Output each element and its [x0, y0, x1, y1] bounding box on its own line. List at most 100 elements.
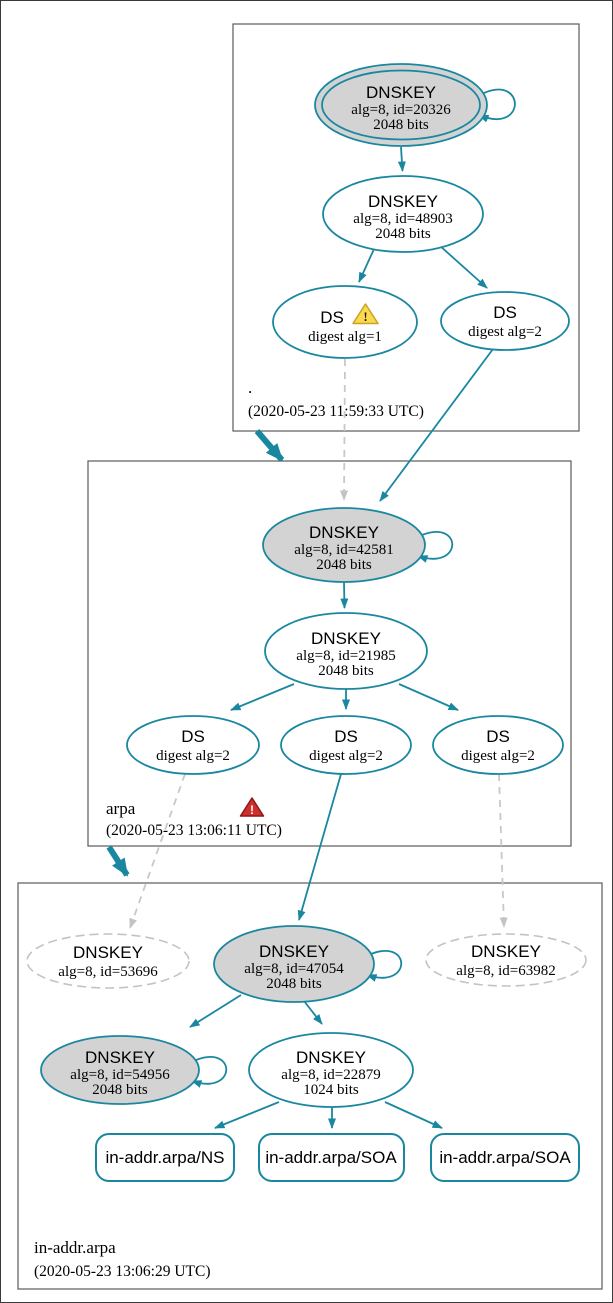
edge-inaddr-ksk-selfsign [366, 950, 403, 982]
inaddr-ksk-ellipse[interactable] [213, 925, 375, 1003]
node-rrset-ns[interactable]: in-addr.arpa/NS [95, 1133, 235, 1182]
edge-arpa-ds1-to-inaddr-53696-dashed [129, 773, 186, 929]
edge-root-ksk-to-zsk [397, 146, 406, 172]
edge-root-ds2-to-arpa-ksk [379, 348, 494, 502]
inaddr-zsk-title: DNSKEY [296, 1048, 366, 1067]
zone-label-in-addr-arpa: in-addr.arpa [34, 1238, 116, 1257]
node-root-ksk-20326[interactable]: DNSKEY alg=8, id=20326 2048 bits [314, 63, 488, 147]
root-zsk-bits: 2048 bits [375, 226, 431, 242]
error-icon-triangle [239, 797, 265, 817]
rrset-soa1-rect[interactable] [258, 1133, 405, 1182]
node-arpa-ds-1[interactable]: DS digest alg=2 [126, 715, 260, 775]
inaddr-ksk-title: DNSKEY [259, 942, 329, 961]
node-rrset-soa-2[interactable]: in-addr.arpa/SOA [430, 1133, 580, 1182]
inaddr-54956-title: DNSKEY [85, 1048, 155, 1067]
node-inaddr-dnskey-53696[interactable]: DNSKEY alg=8, id=53696 [26, 933, 190, 989]
inaddr-63982-title: DNSKEY [471, 942, 541, 961]
inaddr-54956-ellipse[interactable] [40, 1035, 200, 1105]
node-arpa-ds-2[interactable]: DS digest alg=2 [280, 715, 412, 775]
arpa-zsk-bits: 2048 bits [318, 663, 374, 679]
root-ksk-detail: alg=8, id=20326 [351, 102, 451, 118]
arpa-ds2-detail: digest alg=2 [309, 748, 383, 764]
arpa-ksk-detail: alg=8, id=42581 [294, 542, 393, 558]
arpa-zsk-detail: alg=8, id=21985 [296, 648, 395, 664]
rrset-soa1-label: in-addr.arpa/SOA [265, 1148, 397, 1167]
inaddr-63982-detail: alg=8, id=63982 [456, 963, 555, 979]
arpa-ds1-detail: digest alg=2 [156, 748, 230, 764]
inaddr-53696-title: DNSKEY [73, 943, 143, 962]
node-root-ds-alg2[interactable]: DS digest alg=2 [440, 291, 570, 351]
edge-inaddr-ksk-to-zsk [303, 1000, 323, 1025]
root-ds1-detail: digest alg=1 [308, 329, 382, 345]
edge-root-ds1-to-arpa-ksk-dashed [340, 358, 349, 501]
root-ksk-inner-ellipse [321, 69, 481, 141]
edge-delegation-root-to-arpa [254, 429, 285, 462]
edge-inaddr-ksk-to-54956 [189, 994, 242, 1028]
arpa-ds2-ellipse[interactable] [280, 715, 412, 775]
edge-inaddr-zsk-to-ns [214, 1101, 280, 1129]
root-ksk-bits: 2048 bits [373, 117, 429, 133]
inaddr-63982-ellipse[interactable] [425, 933, 587, 987]
inaddr-zsk-bits: 1024 bits [303, 1082, 359, 1098]
edge-root-zsk-to-ds2 [438, 244, 488, 289]
warning-icon-glyph: ! [363, 309, 367, 324]
error-icon-glyph: ! [250, 803, 254, 817]
rrset-soa2-rect[interactable] [430, 1133, 580, 1182]
edge-root-ksk-selfsign [478, 88, 516, 123]
inaddr-53696-detail: alg=8, id=53696 [58, 964, 158, 980]
arpa-ksk-title: DNSKEY [309, 523, 379, 542]
arpa-ds1-ellipse[interactable] [126, 715, 260, 775]
inaddr-ksk-detail: alg=8, id=47054 [244, 961, 344, 977]
edge-arpa-zsk-to-ds3 [398, 683, 459, 711]
arpa-ds3-title: DS [486, 727, 510, 746]
root-ksk-title: DNSKEY [366, 83, 436, 102]
node-root-zsk-48903[interactable]: DNSKEY alg=8, id=48903 2048 bits [322, 175, 484, 253]
node-arpa-ksk-42581[interactable]: DNSKEY alg=8, id=42581 2048 bits [262, 507, 426, 583]
edge-arpa-zsk-to-ds1 [230, 683, 295, 711]
node-inaddr-dnskey-63982[interactable]: DNSKEY alg=8, id=63982 [425, 933, 587, 987]
root-ds2-detail: digest alg=2 [468, 324, 542, 340]
root-ksk-outer-ellipse[interactable] [314, 63, 488, 147]
edge-delegation-arpa-to-inaddr [106, 845, 130, 877]
node-root-ds-alg1[interactable]: DS ! digest alg=1 [272, 285, 418, 359]
arpa-ds1-title: DS [181, 727, 205, 746]
node-arpa-ds-3[interactable]: DS digest alg=2 [432, 715, 564, 775]
inaddr-53696-ellipse[interactable] [26, 933, 190, 989]
edge-arpa-ksk-to-zsk [340, 581, 349, 609]
root-zsk-ellipse[interactable] [322, 175, 484, 253]
node-inaddr-zsk-22879[interactable]: DNSKEY alg=8, id=22879 1024 bits [248, 1032, 414, 1108]
arpa-zsk-ellipse[interactable] [264, 612, 428, 690]
arpa-zsk-title: DNSKEY [311, 629, 381, 648]
error-icon: ! [239, 797, 265, 817]
node-arpa-zsk-21985[interactable]: DNSKEY alg=8, id=21985 2048 bits [264, 612, 428, 690]
zone-timestamp-in-addr-arpa: (2020-05-23 13:06:29 UTC) [34, 1263, 211, 1280]
root-ds1-title: DS [320, 308, 344, 327]
zone-label-root: . [248, 378, 252, 397]
zone-label-arpa: arpa [106, 799, 136, 818]
inaddr-54956-bits: 2048 bits [92, 1082, 148, 1098]
inaddr-zsk-ellipse[interactable] [248, 1032, 414, 1108]
rrset-ns-rect[interactable] [95, 1133, 235, 1182]
node-inaddr-ksk-47054[interactable]: DNSKEY alg=8, id=47054 2048 bits [213, 925, 375, 1003]
arpa-ds2-title: DS [334, 727, 358, 746]
node-inaddr-dnskey-54956[interactable]: DNSKEY alg=8, id=54956 2048 bits [40, 1035, 200, 1105]
arpa-ds3-detail: digest alg=2 [461, 748, 535, 764]
arpa-ksk-bits: 2048 bits [316, 557, 372, 573]
root-ds1-ellipse[interactable] [272, 285, 418, 359]
rrset-soa2-label: in-addr.arpa/SOA [439, 1148, 571, 1167]
zone-timestamp-root: (2020-05-23 11:59:33 UTC) [248, 403, 424, 420]
inaddr-54956-detail: alg=8, id=54956 [70, 1067, 170, 1083]
edge-root-zsk-to-ds1 [358, 248, 375, 283]
zone-timestamp-arpa: (2020-05-23 13:06:11 UTC) [106, 822, 282, 839]
edge-inaddr-zsk-to-soa2 [384, 1101, 443, 1129]
root-ds2-ellipse[interactable] [440, 291, 570, 351]
node-rrset-soa-1[interactable]: in-addr.arpa/SOA [258, 1133, 405, 1182]
edge-inaddr-54956-selfsign [191, 1056, 228, 1088]
root-zsk-detail: alg=8, id=48903 [353, 211, 452, 227]
warning-icon [352, 303, 379, 325]
edge-arpa-ksk-selfsign [417, 531, 454, 563]
arpa-ksk-ellipse[interactable] [262, 507, 426, 583]
arpa-ds3-ellipse[interactable] [432, 715, 564, 775]
rrset-ns-label: in-addr.arpa/NS [105, 1148, 224, 1167]
